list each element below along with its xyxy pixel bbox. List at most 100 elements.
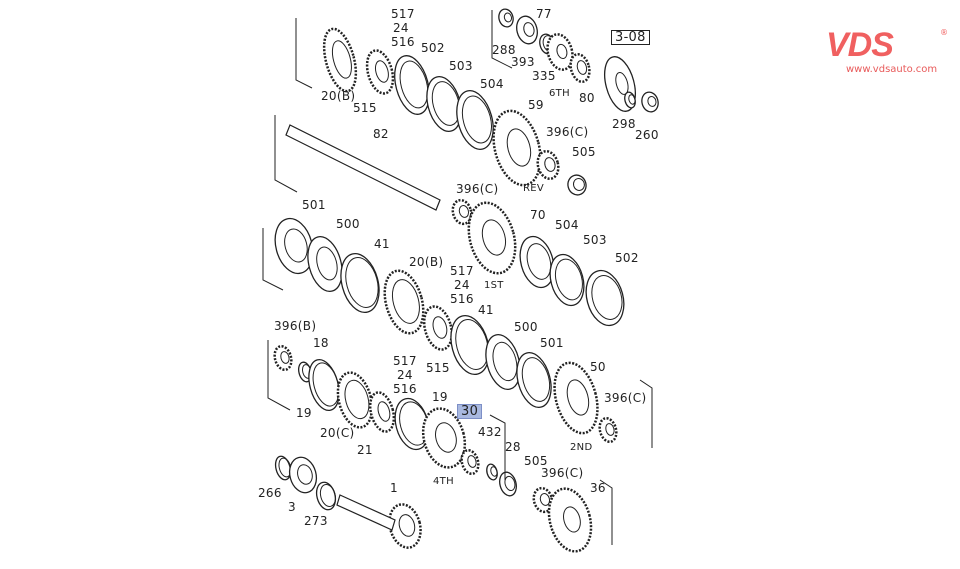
callout-50[interactable]: 50 bbox=[590, 360, 606, 374]
callout-18[interactable]: 18 bbox=[313, 336, 329, 350]
callout-19[interactable]: 19 bbox=[296, 406, 312, 420]
callout-500[interactable]: 500 bbox=[336, 217, 360, 231]
callout-516[interactable]: 516 bbox=[393, 382, 417, 396]
callout-500[interactable]: 500 bbox=[514, 320, 538, 334]
vds-logo: VDS ® www.vdsauto.com bbox=[826, 28, 948, 75]
callout-28[interactable]: 28 bbox=[505, 440, 521, 454]
callout-41[interactable]: 41 bbox=[374, 237, 390, 251]
part-bore-40 bbox=[504, 475, 516, 492]
callout-20b[interactable]: 20(B) bbox=[321, 89, 356, 103]
callout-516[interactable]: 516 bbox=[450, 292, 474, 306]
callout-298[interactable]: 298 bbox=[612, 117, 636, 131]
part-1 bbox=[365, 49, 395, 95]
part-bore-17 bbox=[481, 219, 507, 256]
callout-59[interactable]: 59 bbox=[528, 98, 544, 112]
callout-432[interactable]: 432 bbox=[478, 425, 502, 439]
callout-288[interactable]: 288 bbox=[492, 43, 516, 57]
group-bracket-3 bbox=[262, 228, 284, 291]
callout-502[interactable]: 502 bbox=[421, 41, 445, 55]
callout-335[interactable]: 335 bbox=[532, 69, 556, 83]
callout-501[interactable]: 501 bbox=[302, 198, 326, 212]
callout-19[interactable]: 19 bbox=[432, 390, 448, 404]
callout-80[interactable]: 80 bbox=[579, 91, 595, 105]
callout-504[interactable]: 504 bbox=[555, 218, 579, 232]
callout-6th[interactable]: 6TH bbox=[549, 88, 570, 99]
callout-517[interactable]: 517 bbox=[450, 264, 474, 278]
part-28 bbox=[516, 351, 552, 409]
callout-505[interactable]: 505 bbox=[572, 145, 596, 159]
callout-77[interactable]: 77 bbox=[536, 7, 552, 21]
callout-501[interactable]: 501 bbox=[540, 336, 564, 350]
callout-396c[interactable]: 396(C) bbox=[546, 125, 589, 139]
callout-517[interactable]: 517 bbox=[393, 354, 417, 368]
callout-515[interactable]: 515 bbox=[426, 361, 450, 375]
callout-rev[interactable]: REV bbox=[523, 183, 545, 194]
part-24 bbox=[383, 269, 425, 335]
part-bore-29 bbox=[566, 379, 590, 416]
part-4 bbox=[456, 90, 494, 150]
callout-21[interactable]: 21 bbox=[357, 443, 373, 457]
part-19 bbox=[307, 235, 343, 293]
mainshaft-82 bbox=[285, 124, 441, 211]
part-bore-11 bbox=[628, 94, 636, 105]
part-20 bbox=[340, 253, 380, 313]
callout-266[interactable]: 266 bbox=[258, 486, 282, 500]
part-29 bbox=[553, 361, 599, 435]
callout-504[interactable]: 504 bbox=[480, 77, 504, 91]
part-12 bbox=[641, 91, 659, 113]
callout-3[interactable]: 3 bbox=[288, 500, 296, 514]
callout-516[interactable]: 516 bbox=[391, 35, 415, 49]
part-bore-38 bbox=[467, 455, 477, 468]
callout-20b[interactable]: 20(B) bbox=[409, 255, 444, 269]
part-bore-28 bbox=[521, 357, 551, 402]
part-bore-23 bbox=[591, 275, 623, 320]
callout-20c[interactable]: 20(C) bbox=[320, 426, 355, 440]
callout-502[interactable]: 502 bbox=[615, 251, 639, 265]
callout-1st[interactable]: 1ST bbox=[484, 280, 504, 291]
part-35 bbox=[368, 391, 396, 433]
part-14 bbox=[536, 149, 560, 181]
callout-4th[interactable]: 4TH bbox=[433, 476, 454, 487]
callout-2nd[interactable]: 2ND bbox=[570, 442, 593, 453]
part-31 bbox=[273, 344, 293, 372]
callout-260[interactable]: 260 bbox=[635, 128, 659, 142]
group-bracket-0 bbox=[295, 18, 313, 89]
part-2 bbox=[394, 55, 430, 115]
callout-82[interactable]: 82 bbox=[373, 127, 389, 141]
callout-503[interactable]: 503 bbox=[449, 59, 473, 73]
part-30 bbox=[598, 416, 618, 444]
callout-24[interactable]: 24 bbox=[397, 368, 413, 382]
callout-273[interactable]: 273 bbox=[304, 514, 328, 528]
part-22 bbox=[549, 253, 585, 307]
group-reference-box[interactable]: 3-08 bbox=[611, 30, 650, 45]
callout-24[interactable]: 24 bbox=[393, 21, 409, 35]
callout-505[interactable]: 505 bbox=[524, 454, 548, 468]
callout-70[interactable]: 70 bbox=[530, 208, 546, 222]
callout-515[interactable]: 515 bbox=[353, 101, 377, 115]
part-bore-30 bbox=[605, 423, 615, 436]
input-shaft-1 bbox=[336, 494, 396, 531]
part-42 bbox=[547, 487, 593, 553]
part-5 bbox=[498, 8, 514, 28]
highlighted-part-30[interactable]: 30 bbox=[457, 404, 483, 419]
callout-396c[interactable]: 396(C) bbox=[456, 182, 499, 196]
part-bore-37 bbox=[435, 422, 457, 453]
callout-396c[interactable]: 396(C) bbox=[604, 391, 647, 405]
callout-517[interactable]: 517 bbox=[391, 7, 415, 21]
group-bracket-4 bbox=[267, 340, 291, 411]
callout-396c[interactable]: 396(C) bbox=[541, 466, 584, 480]
part-37 bbox=[421, 407, 467, 469]
part-bore-27 bbox=[492, 341, 518, 382]
registered-mark: ® bbox=[940, 28, 948, 37]
callout-41[interactable]: 41 bbox=[478, 303, 494, 317]
callout-24[interactable]: 24 bbox=[454, 278, 470, 292]
part-23 bbox=[585, 269, 625, 327]
callout-396b[interactable]: 396(B) bbox=[274, 319, 317, 333]
part-bore-12 bbox=[647, 96, 657, 107]
callout-503[interactable]: 503 bbox=[583, 233, 607, 247]
callout-36[interactable]: 36 bbox=[590, 481, 606, 495]
callout-1[interactable]: 1 bbox=[390, 481, 398, 495]
part-bore-13 bbox=[506, 128, 532, 167]
callout-393[interactable]: 393 bbox=[511, 55, 535, 69]
